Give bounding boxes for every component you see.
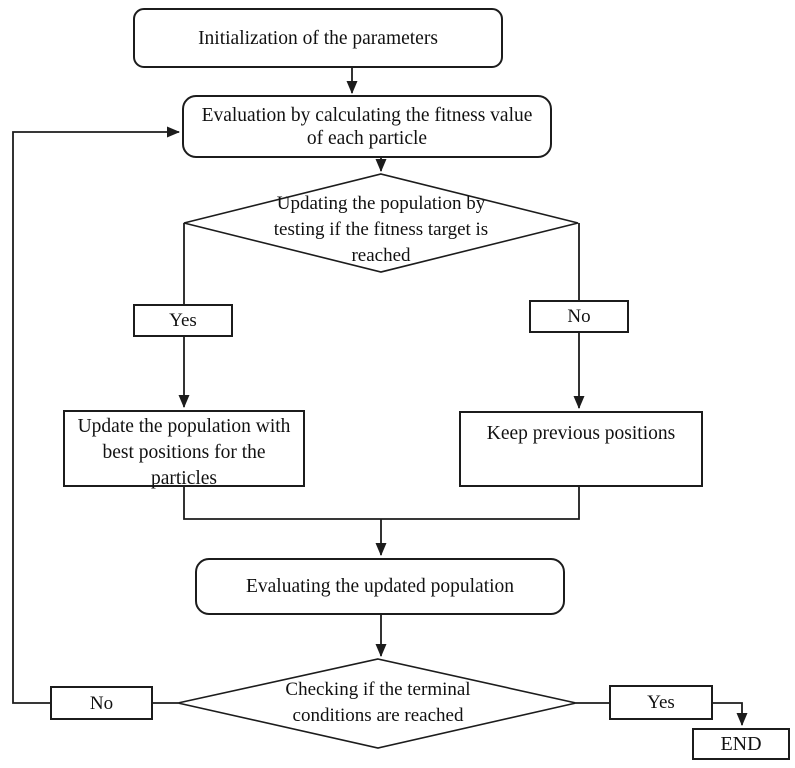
node-yes-branch: Yes <box>133 304 233 337</box>
decision-diamond-terminal <box>177 658 577 749</box>
node-yes-end: Yes <box>609 685 713 720</box>
node-evaluation: Evaluation by calculating the fitness va… <box>182 95 552 158</box>
node-no-branch: No <box>529 300 629 333</box>
node-initialization-label: Initialization of the parameters <box>198 27 438 49</box>
node-update-population: Update the population with best position… <box>63 410 305 489</box>
node-end: END <box>692 728 790 760</box>
node-yes-branch-label: Yes <box>169 310 197 331</box>
node-evaluation-label: Evaluation by calculating the fitness va… <box>201 104 533 149</box>
decision-terminal-label: Checking if the terminal conditions are … <box>285 679 471 726</box>
connector-loop-back-to-evaluation <box>12 126 180 704</box>
node-keep-positions: Keep previous positions <box>459 411 703 487</box>
node-yes-end-label: Yes <box>647 692 675 713</box>
node-no-branch-label: No <box>567 306 591 327</box>
node-evaluate-updated: Evaluating the updated population <box>195 558 565 615</box>
decision-fitness-label: Updating the population by testing if th… <box>273 193 489 266</box>
node-keep-positions-label: Keep previous positions <box>486 423 676 444</box>
connector-yes-to-end <box>713 702 748 726</box>
node-end-label: END <box>720 732 762 755</box>
decision-diamond-fitness <box>183 173 579 273</box>
node-update-population-label: Update the population with best position… <box>77 416 291 489</box>
node-no-loop: No <box>50 686 153 720</box>
node-no-loop-label: No <box>89 692 114 714</box>
node-evaluate-updated-label: Evaluating the updated population <box>245 576 515 597</box>
node-initialization: Initialization of the parameters <box>133 8 503 68</box>
